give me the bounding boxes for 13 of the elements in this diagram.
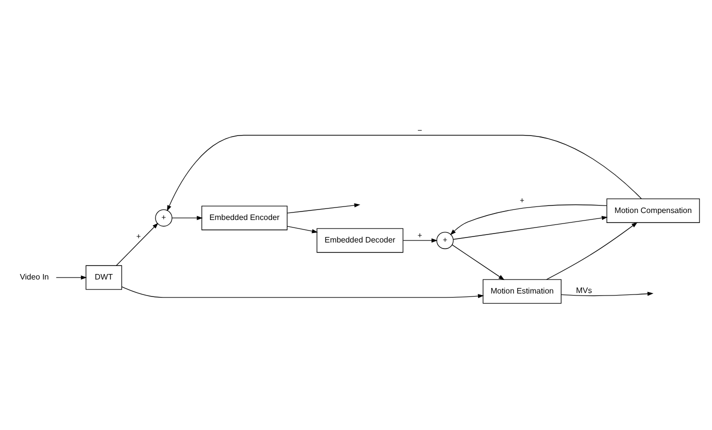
arrow (166, 134, 642, 212)
arrow (287, 226, 318, 234)
arrow (560, 292, 654, 296)
arrow (116, 222, 158, 266)
arrow (287, 203, 360, 214)
arrow (56, 275, 87, 280)
arrow (402, 238, 438, 243)
arrow (122, 286, 484, 298)
arrow (546, 222, 638, 280)
arrow (452, 216, 608, 240)
arrow (450, 204, 608, 236)
arrow (172, 216, 203, 220)
arrow (452, 244, 505, 280)
